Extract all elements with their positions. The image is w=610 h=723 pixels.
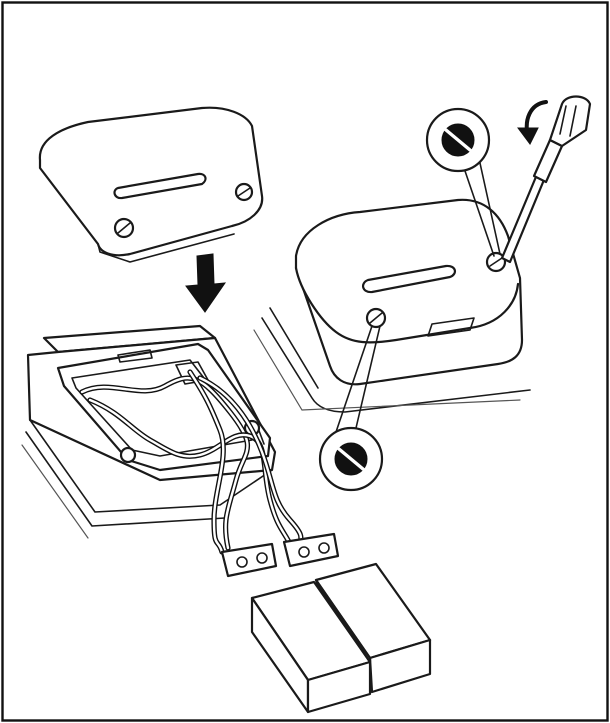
rotation-arrow-icon (517, 100, 548, 145)
battery-clip-right (282, 532, 340, 568)
screw-detail-top (425, 107, 491, 173)
device-body-right (253, 198, 531, 413)
batteries (250, 562, 432, 714)
screw-slot-bottom (337, 447, 365, 471)
compartment-screw-hole (119, 446, 137, 464)
battery-clips (220, 532, 340, 578)
leader-line-bottom-a (335, 325, 373, 433)
housing-slot (362, 264, 456, 294)
leader-line-top-a (463, 167, 495, 257)
cover-slot (113, 172, 207, 200)
screw-detail-bottom (318, 426, 384, 492)
battery-clip-left (220, 542, 278, 578)
battery-wires (79, 369, 304, 555)
leader-line-bottom-b (355, 325, 381, 429)
screwdriver-icon (500, 95, 592, 264)
leader-line-top-b (477, 153, 501, 255)
insertion-arrow-icon (185, 253, 227, 313)
battery-right (314, 562, 432, 694)
battery-cover (38, 106, 264, 263)
screw-slot-top (444, 128, 472, 152)
